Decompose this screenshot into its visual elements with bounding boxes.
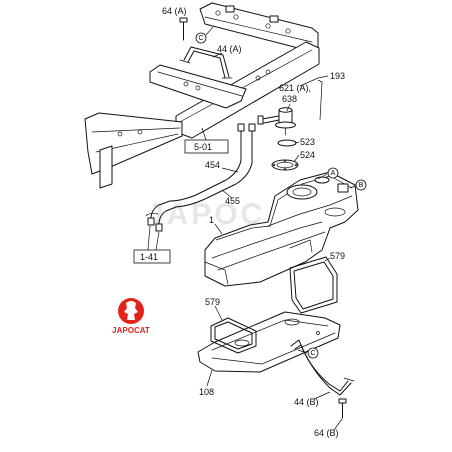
seal-ring-523 bbox=[277, 139, 297, 147]
strap-bottom bbox=[290, 339, 355, 396]
ref-box-line bbox=[133, 249, 171, 264]
label-pump: 621 (A), bbox=[279, 83, 311, 93]
bracket-left bbox=[210, 317, 257, 354]
logo-text: JAPOCAT bbox=[112, 326, 150, 335]
label-guard: 108 bbox=[199, 387, 214, 397]
label-strap-bottom: 44 (B) bbox=[294, 397, 319, 407]
tank-guard bbox=[197, 311, 341, 373]
svg-text:C: C bbox=[198, 35, 203, 42]
label-assembly: 193 bbox=[330, 71, 345, 81]
label-line-ref: 1-41 bbox=[140, 252, 158, 262]
fuel-pump-sender bbox=[257, 107, 296, 136]
logo-figure-icon bbox=[124, 301, 138, 320]
svg-text:A: A bbox=[331, 170, 336, 177]
strap-top bbox=[179, 46, 233, 79]
label-line-2: 455 bbox=[225, 196, 240, 206]
fuel-tank bbox=[204, 171, 359, 287]
label-ring-2: 524 bbox=[300, 150, 315, 160]
label-line-1: 454 bbox=[205, 160, 220, 170]
label-bolt-bottom: 64 (B) bbox=[314, 428, 339, 438]
fuel-lines bbox=[145, 123, 256, 232]
bolt-top bbox=[179, 17, 188, 41]
retainer-ring-524 bbox=[271, 159, 299, 171]
label-bracket-left: 579 bbox=[205, 297, 220, 307]
ref-box-frame bbox=[184, 139, 229, 154]
leader-lines bbox=[147, 26, 356, 431]
callout-b: B bbox=[355, 179, 367, 191]
callout-a: A bbox=[327, 167, 339, 179]
label-ring-1: 523 bbox=[300, 137, 315, 147]
svg-text:C: C bbox=[310, 350, 315, 357]
label-bracket-right: 579 bbox=[330, 251, 345, 261]
japocat-logo: JAPOCAT bbox=[112, 298, 150, 335]
bracket-right bbox=[289, 256, 338, 314]
chassis-frame bbox=[84, 2, 320, 189]
label-strap-top: 44 (A) bbox=[217, 44, 242, 54]
label-pump-2: 638 bbox=[282, 94, 297, 104]
callout-c-top: C bbox=[195, 32, 207, 44]
label-bolt-top: 64 (A) bbox=[162, 6, 187, 16]
label-tank: 1 bbox=[209, 215, 214, 225]
svg-text:B: B bbox=[359, 182, 364, 189]
label-frame-ref: 5-01 bbox=[194, 142, 212, 152]
callout-c-bottom: C bbox=[307, 347, 319, 359]
bolt-bottom bbox=[338, 398, 347, 419]
